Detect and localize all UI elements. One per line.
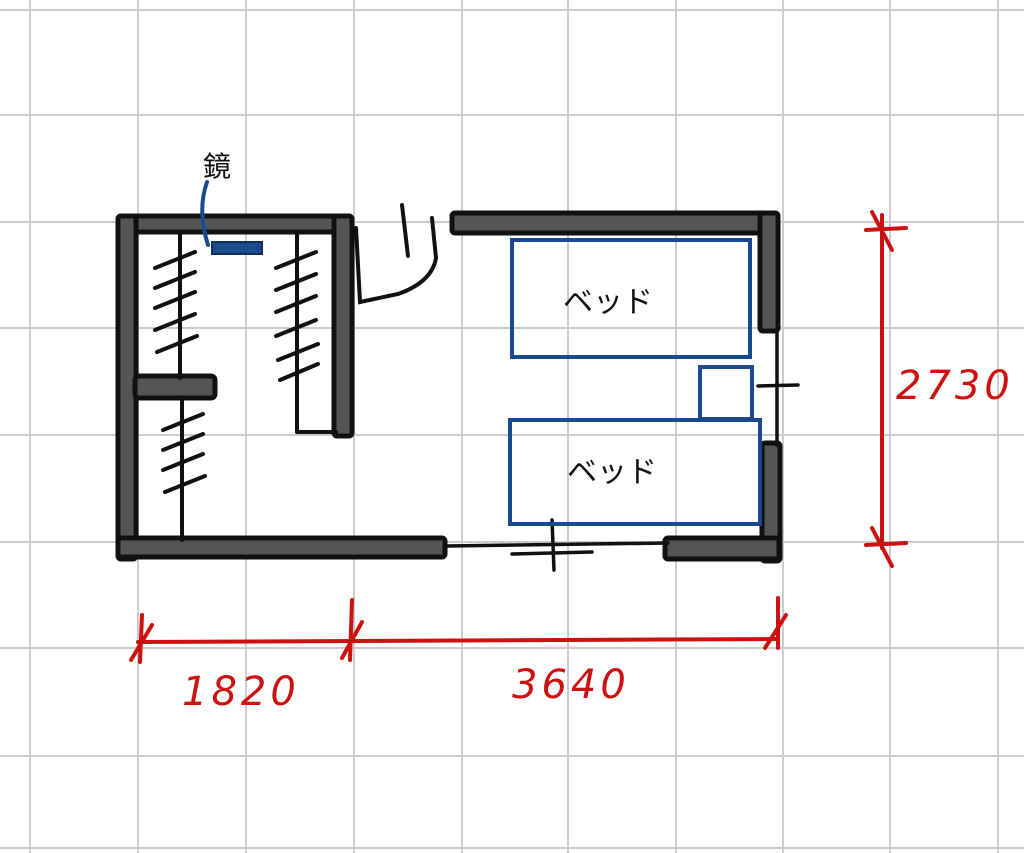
right-wall-upper [757,210,781,334]
furniture [508,238,762,526]
walls [115,210,783,564]
dim-closet-width: 1820 [182,669,300,715]
bottom-wall-left [115,535,448,560]
bed-top [510,238,752,359]
closet-shelf-stub [132,373,218,401]
closet-top-wall [115,213,353,235]
closet-partition-wall [331,213,355,439]
mirror-icon [211,241,263,255]
dimension-lines [129,210,908,664]
bed-top-label: ベッド [563,285,653,320]
dim-room-width: 3640 [512,662,630,708]
closet-fittings [153,232,338,542]
nightstand [698,365,754,421]
room-top-wall [449,210,781,236]
door-swing [354,203,439,305]
mirror-label: 鏡 [203,150,231,183]
sliding-door [444,518,670,572]
window [756,328,800,447]
bed-bottom [508,418,762,526]
dim-height: 2730 [896,363,1014,409]
bed-bottom-label: ベッド [567,455,657,490]
mirror-leader-line [200,180,210,247]
bottom-wall-right [662,535,782,562]
